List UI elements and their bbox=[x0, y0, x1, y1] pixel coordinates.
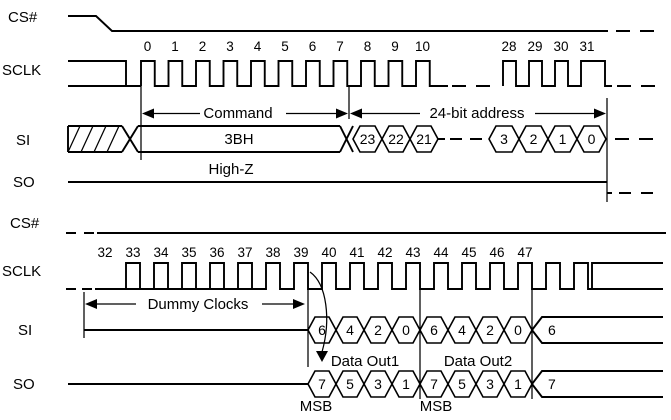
si-top-undefined-box bbox=[67, 125, 122, 153]
si-top-hatch-lines bbox=[67, 125, 120, 153]
clock-number-top: 30 bbox=[553, 39, 568, 54]
si-top-command-bus bbox=[138, 125, 340, 153]
si-address-bit-label: 0 bbox=[588, 131, 596, 147]
diagram-text: CS# SCLK SI SO CS# SCLK SI SO Command 24-bit addr… bbox=[2, 9, 596, 415]
instruction-value-label: 3BH bbox=[224, 131, 253, 148]
address-arrowhead-right bbox=[594, 108, 606, 119]
signal-label-si-bottom: SI bbox=[18, 322, 32, 339]
clock-number-top: 10 bbox=[415, 39, 430, 54]
si-top-crossover-right bbox=[339, 125, 354, 153]
clock-number-bottom: 43 bbox=[405, 245, 420, 260]
dummy-clocks-label: Dummy Clocks bbox=[148, 296, 249, 313]
so-data-bit-label: 7 bbox=[318, 376, 326, 392]
high-z-label: High-Z bbox=[208, 161, 253, 178]
clock-number-bottom: 40 bbox=[321, 245, 336, 260]
so-bottom-open-bus bbox=[531, 370, 663, 398]
signal-label-sclk-top: SCLK bbox=[2, 62, 41, 79]
address-arrowhead-left bbox=[350, 108, 362, 119]
signal-label-sclk-bottom: SCLK bbox=[2, 263, 41, 280]
signal-label-si-top: SI bbox=[16, 132, 30, 149]
sclk-top-pulses-a bbox=[140, 60, 448, 87]
waveform-traces bbox=[66, 15, 666, 399]
si-data-bit-label: 6 bbox=[318, 322, 326, 338]
data-out1-label: Data Out1 bbox=[331, 353, 399, 370]
arrowheads bbox=[85, 108, 606, 362]
clock-number-bottom: 36 bbox=[209, 245, 224, 260]
command-arrowhead-right bbox=[336, 108, 348, 119]
address-label: 24-bit address bbox=[429, 105, 524, 122]
clock-number-top: 4 bbox=[254, 39, 262, 54]
si-data-bit-label: 6 bbox=[430, 322, 438, 338]
signal-label-cs-bottom: CS# bbox=[10, 215, 40, 232]
si-data-bit-label: 0 bbox=[402, 322, 410, 338]
si-next-bit-label: 6 bbox=[548, 322, 556, 338]
clock-number-bottom: 45 bbox=[461, 245, 476, 260]
si-data-bit-label: 4 bbox=[458, 322, 466, 338]
sclk-top-pulses-b bbox=[502, 60, 612, 87]
command-label: Command bbox=[203, 105, 272, 122]
clock-number-bottom: 34 bbox=[153, 245, 169, 260]
clock-number-bottom: 39 bbox=[293, 245, 308, 260]
clock-number-bottom: 37 bbox=[237, 245, 252, 260]
clock-number-bottom: 32 bbox=[97, 245, 112, 260]
clock-number-bottom: 47 bbox=[517, 245, 532, 260]
so-data-bit-label: 5 bbox=[346, 376, 354, 392]
sclk-bottom-trace bbox=[95, 262, 663, 290]
clock-number-top: 5 bbox=[281, 39, 289, 54]
so-data-bit-label: 1 bbox=[514, 376, 522, 392]
clock-number-bottom: 33 bbox=[125, 245, 140, 260]
so-data-bit-label: 7 bbox=[430, 376, 438, 392]
dummy-arrowhead-left bbox=[85, 299, 97, 309]
clock-number-top: 1 bbox=[171, 39, 179, 54]
signal-label-so-top: SO bbox=[13, 174, 35, 191]
clock-number-top: 29 bbox=[527, 39, 542, 54]
signal-label-so-bottom: SO bbox=[13, 376, 35, 393]
si-data-bit-label: 0 bbox=[514, 322, 522, 338]
clock-number-top: 28 bbox=[501, 39, 516, 54]
signal-label-cs-top: CS# bbox=[8, 9, 38, 26]
cs-top-trace bbox=[68, 15, 608, 32]
si-top-address-hexes-low bbox=[488, 125, 607, 153]
so-data-bit-label: 3 bbox=[486, 376, 494, 392]
clock-number-bottom: 38 bbox=[265, 245, 280, 260]
si-data-bit-label: 2 bbox=[486, 322, 494, 338]
msb-label-1: MSB bbox=[300, 398, 333, 415]
clock-number-top: 6 bbox=[309, 39, 317, 54]
clock-to-data-curve bbox=[309, 271, 328, 353]
si-top-crossover-left bbox=[121, 125, 139, 153]
clock-number-top: 3 bbox=[226, 39, 234, 54]
so-data-bit-label: 1 bbox=[402, 376, 410, 392]
msb-label-2: MSB bbox=[420, 398, 453, 415]
so-data-bit-label: 3 bbox=[374, 376, 382, 392]
si-address-bit-label: 1 bbox=[559, 131, 567, 147]
si-data-bit-label: 2 bbox=[374, 322, 382, 338]
clock-number-bottom: 44 bbox=[433, 245, 449, 260]
clock-to-data-arrowhead bbox=[316, 351, 328, 362]
si-address-bit-label: 2 bbox=[530, 131, 538, 147]
si-address-bit-label: 3 bbox=[500, 131, 508, 147]
clock-number-top: 2 bbox=[199, 39, 207, 54]
sclk-top-dontcare-box bbox=[68, 60, 141, 87]
si-data-bit-label: 4 bbox=[346, 322, 354, 338]
clock-number-bottom: 42 bbox=[377, 245, 392, 260]
so-data-bit-label: 5 bbox=[458, 376, 466, 392]
data-out2-label: Data Out2 bbox=[444, 353, 512, 370]
command-arrowhead-left bbox=[142, 108, 154, 119]
si-address-bit-label: 21 bbox=[416, 131, 432, 147]
clock-number-top: 8 bbox=[364, 39, 372, 54]
clock-number-top: 0 bbox=[144, 39, 152, 54]
si-top-address-hexes-high bbox=[352, 125, 439, 153]
si-address-bit-label: 22 bbox=[388, 131, 404, 147]
dummy-arrowhead-right bbox=[293, 299, 305, 309]
so-next-bit-label: 7 bbox=[548, 376, 556, 392]
si-bottom-open-bus bbox=[531, 316, 663, 344]
clock-number-bottom: 41 bbox=[349, 245, 364, 260]
clock-number-top: 7 bbox=[336, 39, 344, 54]
clock-number-bottom: 35 bbox=[181, 245, 196, 260]
si-address-bit-label: 23 bbox=[360, 131, 376, 147]
clock-number-bottom: 46 bbox=[489, 245, 504, 260]
clock-number-top: 31 bbox=[579, 39, 594, 54]
clock-number-top: 9 bbox=[391, 39, 399, 54]
